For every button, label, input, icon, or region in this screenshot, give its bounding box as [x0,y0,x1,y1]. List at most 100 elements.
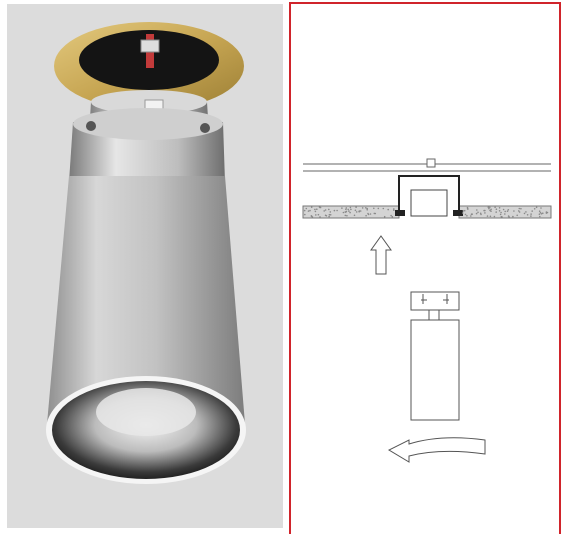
mount-housing [398,175,460,214]
board-speckle [470,215,472,217]
board-speckle [314,208,316,211]
board-speckle [373,207,375,210]
board-speckle [359,210,362,212]
module-head-clips [421,294,449,304]
board-speckle [341,207,343,209]
board-speckle [319,216,321,218]
board-speckle [355,211,358,213]
board-speckle [310,206,313,208]
board-speckle [342,211,345,214]
board-speckle [311,216,314,218]
board-speckle [476,209,478,211]
board-speckle [466,215,468,217]
board-speckle [486,215,489,217]
board-speckle [365,214,367,217]
board-speckle [479,212,482,215]
board-speckle [345,207,348,209]
board-speckle [333,209,336,212]
ceiling-bracket [426,158,436,168]
board-speckle [475,212,478,215]
board-speckle [484,209,486,212]
board-speckle [530,215,532,217]
board-speckle [464,213,467,216]
board-speckle [499,213,502,216]
board-speckle [391,215,394,218]
mount-flange-right [453,210,463,216]
board-speckle [494,206,496,209]
board-speckle [317,213,320,216]
board-speckle [463,209,466,212]
installation-diagram-panel [289,2,561,534]
board-speckle [533,208,536,210]
board-speckle [518,207,521,210]
board-speckle [484,212,486,214]
board-speckle [512,215,514,218]
board-speckle [393,209,395,211]
board-speckle [324,209,327,211]
board-speckle [507,209,510,211]
board-speckle [540,213,543,215]
board-speckle [516,214,518,217]
board-speckle [506,210,509,212]
board-speckle [539,215,541,218]
board-speckle [304,213,306,216]
module-cylinder [410,319,460,421]
board-speckle [345,210,348,213]
board-speckle [487,206,490,208]
board-speckle [328,208,330,211]
board-speckle [328,213,331,216]
board-speckle [345,208,347,211]
board-speckle [495,208,498,210]
board-speckle [347,208,349,211]
screw-left [86,121,96,131]
board-speckle [366,207,368,210]
board-speckle [377,207,380,210]
mount-flange-left [395,210,405,216]
board-speckle [329,211,332,213]
board-speckle [346,214,348,217]
board-speckle [545,212,548,214]
board-speckle [367,213,370,216]
board-speckle [353,214,356,217]
board-speckle [495,211,497,213]
fixture-body [47,176,245,424]
board-speckle [538,210,541,212]
screw-right [200,123,210,133]
board-speckle [489,209,491,212]
power-connector [140,39,160,53]
mount-insert [410,189,448,217]
board-speckle [489,206,491,209]
board-speckle [477,211,479,214]
board-speckle [315,214,317,216]
board-speckle [358,210,360,213]
board-speckle [387,208,389,211]
board-speckle [390,214,392,217]
board-speckle [500,211,502,214]
board-speckle [493,215,496,218]
board-speckle [365,207,367,209]
board-speckle [349,211,351,214]
board-speckle [303,209,306,212]
board-speckle [344,211,346,213]
board-speckle [305,207,308,210]
downlight-photo [46,22,246,484]
module-head [410,291,460,311]
board-speckle [383,215,386,218]
board-speckle [517,210,520,212]
board-speckle [373,212,376,215]
lens-center [96,388,196,436]
module-neck [428,309,440,321]
board-speckle [540,207,542,209]
board-speckle [504,210,506,213]
board-speckle [502,208,505,211]
rotate-lock-arrow-icon [387,437,486,463]
board-speckle [393,208,395,210]
board-speckle [520,207,522,210]
board-speckle [309,209,311,212]
board-speckle [350,208,352,211]
board-speckle [530,213,532,215]
board-speckle [467,208,469,210]
board-speckle [355,206,357,208]
board-speckle [354,209,357,212]
